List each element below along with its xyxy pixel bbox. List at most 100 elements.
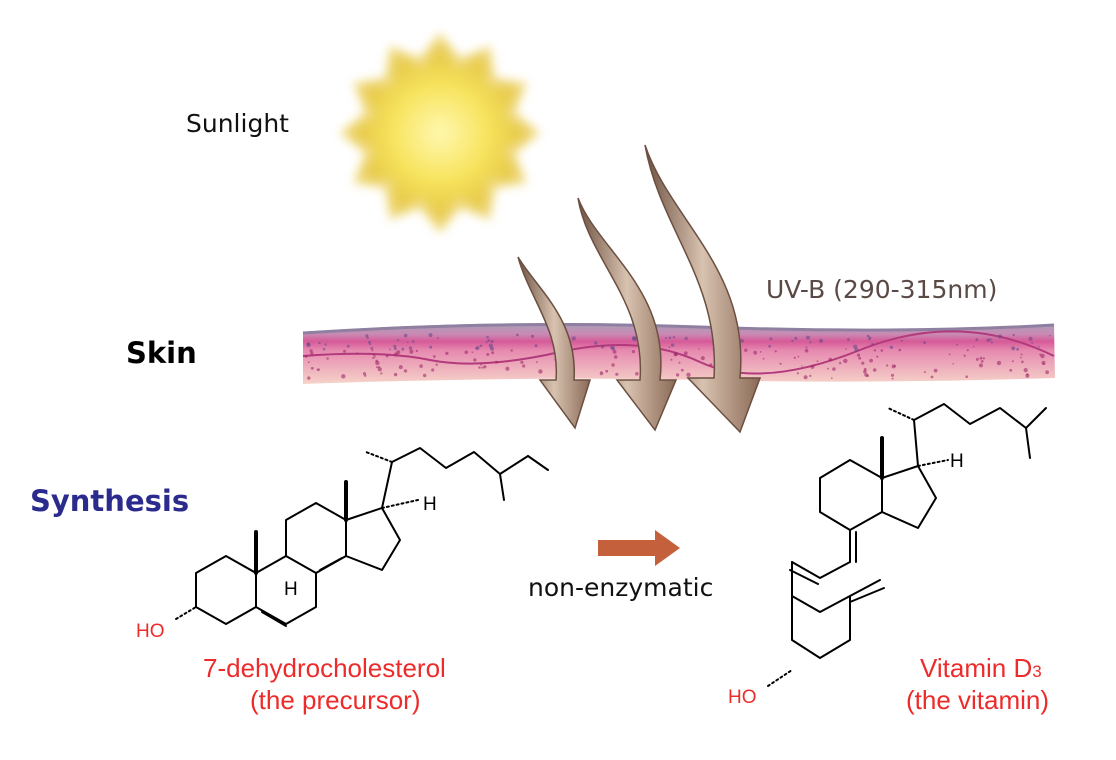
skin-cell [819,338,823,343]
skin-cell [675,373,680,377]
skin-cell [489,346,495,351]
skin-cell [429,345,433,349]
skin-cell [530,334,535,338]
skin-cell [341,374,346,379]
skin-cell [863,370,867,374]
skin-cell [411,340,415,343]
skin-cell [810,364,815,369]
skin-cell [1016,347,1019,351]
skin-cell [965,375,968,379]
skin-cell [475,347,478,350]
skin-cell [374,356,376,358]
skin-cell [831,377,833,379]
skin-cell [432,355,436,358]
skin-cell [538,369,543,374]
skin-label: Skin [126,336,197,370]
skin-cell [362,372,367,376]
vitamin-note: (the vitamin) [906,685,1050,715]
skin-cell [393,344,397,348]
skin-cell [409,349,414,354]
skin-cell [670,343,675,347]
skin-cell [1021,360,1024,364]
skin-cell [816,360,819,363]
skin-cell [889,345,894,349]
skin-cell [428,333,433,338]
skin-cell [762,357,765,360]
skin-cell [966,349,969,352]
skin-cell [1031,341,1034,344]
skin-cell [631,350,636,354]
skin-cell [880,349,884,352]
uv-b-arrow [577,197,678,432]
vitamin-d3-structure [767,403,1047,687]
skin-cell [522,364,526,368]
skin-cell [801,365,803,367]
skin-cell [307,361,310,364]
skin-cell [740,339,744,343]
sun-icon [340,33,540,233]
skin-cell [861,361,865,365]
skin-cell [872,368,877,372]
skin-cell [377,367,382,372]
skin-cell [1011,360,1014,363]
skin-cell [923,371,926,374]
skin-cell [407,341,409,344]
skin-cell [306,342,311,348]
skin-cell [979,356,983,360]
skin-cell [900,339,903,342]
precursor-hydrogen-label: H [284,579,298,600]
skin-cell [423,373,427,378]
skin-cell [516,333,519,337]
skin-cell [324,343,327,346]
skin-cell [385,354,389,358]
skin-cell [490,340,494,343]
skin-cell [796,372,800,375]
vitamin-name: Vitamin D3 [920,655,1042,681]
skin-cell [605,369,609,373]
skin-cell [845,348,847,350]
skin-cell [768,344,772,348]
skin-cell [956,343,959,346]
sunlight-label: Sunlight [186,109,289,138]
skin-cell [923,341,926,345]
skin-cell [930,375,934,379]
skin-cell [979,363,983,368]
skin-cell [1040,353,1045,359]
skin-cell [832,367,836,371]
skin-cell [774,350,777,353]
skin-cell [611,363,615,367]
skin-cell [805,346,808,349]
skin-cell [668,346,671,349]
skin-cell [869,358,873,363]
skin-cell [571,336,576,341]
skin-cell [445,351,449,355]
skin-cell [419,364,423,368]
skin-cell [367,340,371,344]
skin-cell [891,377,894,380]
skin-cell [864,373,868,377]
skin-cell [505,366,510,371]
skin-cell [700,356,705,361]
skin-cell [436,337,439,340]
skin-cell [1023,368,1028,373]
skin-cell [635,372,639,376]
skin-cell [478,366,481,369]
skin-cell [396,350,401,355]
precursor-hydroxyl-label: HO [136,621,165,642]
skin-cell [1045,370,1049,375]
skin-cell [485,341,488,344]
skin-cell [838,361,842,365]
skin-cell [510,349,513,352]
skin-cell [793,356,796,359]
skin-cell [828,357,833,362]
skin-cell [480,363,483,366]
skin-cell [471,351,474,354]
skin-cell [1026,373,1029,376]
precursor-note: (the precursor) [250,685,421,715]
skin-cell [674,352,678,357]
skin-cell [686,372,691,377]
skin-cell [744,348,748,352]
skin-cell [1049,334,1051,337]
skin-cell [803,375,808,380]
skin-cell [403,333,408,338]
